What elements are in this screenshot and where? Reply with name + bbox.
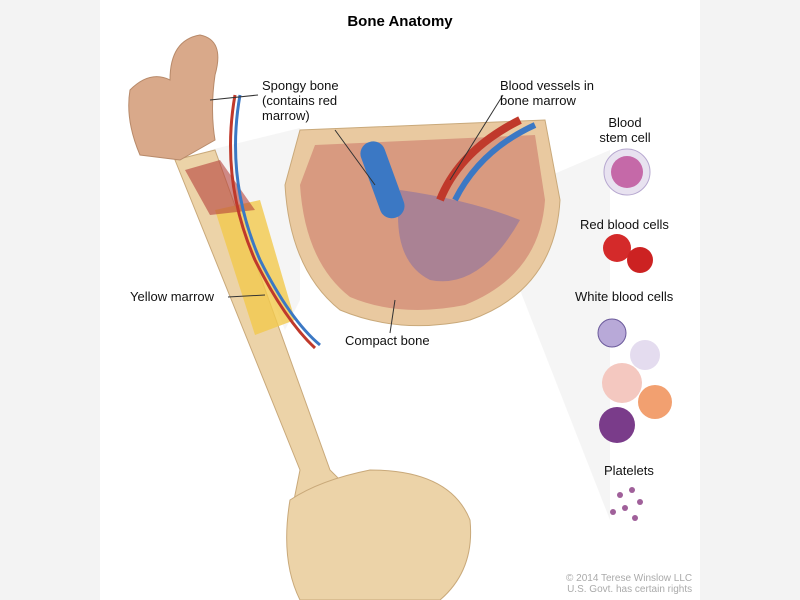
label-white-blood-cells: White blood cells	[575, 289, 674, 304]
leader-spongy	[209, 94, 259, 101]
femur-head-spongy	[128, 34, 219, 161]
blood-vessel-red	[229, 94, 317, 350]
page-title: Bone Anatomy	[347, 13, 453, 30]
label-blood-vessels: Blood vessels in bone marrow	[500, 78, 594, 108]
vessel-cross-blue	[360, 141, 405, 219]
label-compact-bone: Compact bone	[345, 333, 430, 348]
leader-yellow	[227, 294, 266, 298]
vessel-cross-red	[436, 116, 522, 202]
white-blood-cell	[630, 340, 660, 370]
copyright-line2: U.S. Govt. has certain rights	[567, 584, 693, 595]
copyright: © 2014 Terese Winslow LLC U.S. Govt. has…	[566, 573, 692, 595]
white-blood-cell	[602, 363, 642, 403]
leader-spongy-2	[334, 129, 376, 186]
white-blood-cell	[638, 385, 672, 419]
label-yellow-marrow: Yellow marrow	[130, 289, 215, 304]
yellow-marrow	[215, 200, 295, 335]
copyright-line1: © 2014 Terese Winslow LLC	[566, 573, 693, 584]
platelets	[610, 487, 643, 521]
leader-compact	[389, 299, 396, 334]
label-spongy-bone: Spongy bone (contains red marrow)	[262, 78, 339, 123]
marrow-cells	[398, 190, 520, 282]
stem-cell-nucleus	[611, 156, 643, 188]
leader-vessels	[449, 94, 504, 181]
white-blood-cell	[599, 407, 635, 443]
blood-vessel-blue	[234, 94, 321, 347]
label-platelets: Platelets	[604, 463, 654, 478]
vessel-cross-blue2	[452, 122, 537, 202]
red-blood-cell	[627, 247, 653, 273]
red-blood-cell	[603, 234, 631, 262]
white-blood-cell	[597, 318, 627, 348]
label-blood-stem-cell: Blood stem cell	[599, 115, 651, 145]
femur-distal-end	[286, 469, 472, 600]
label-red-blood-cells: Red blood cells	[580, 217, 669, 232]
